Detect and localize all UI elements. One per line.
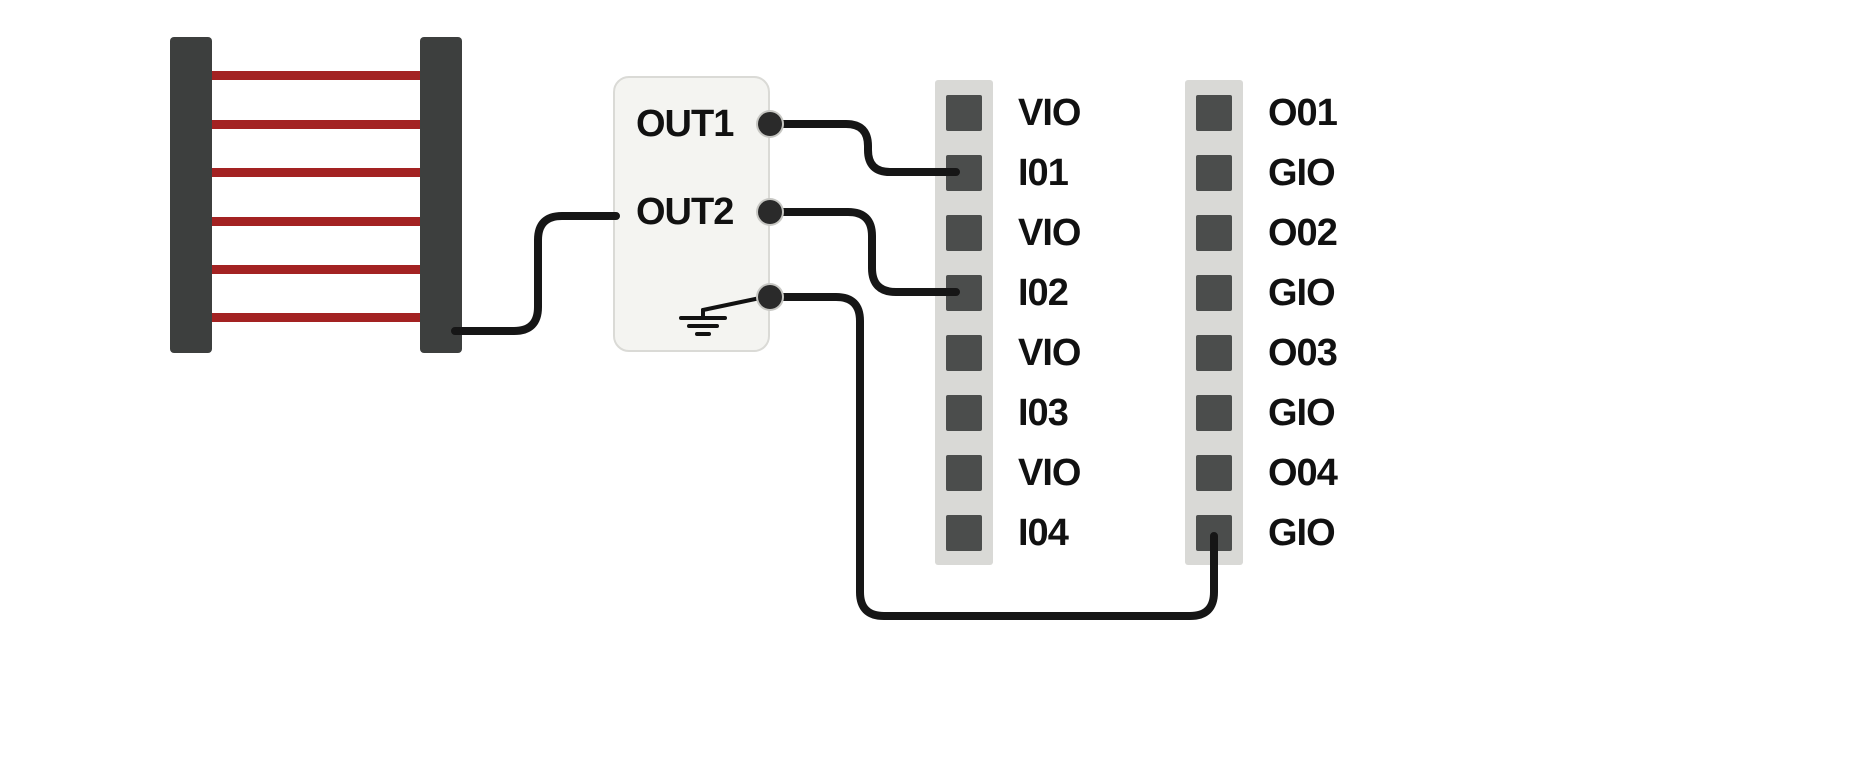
terminal-label: GIO: [1268, 151, 1336, 194]
terminal-pin-vio-2[interactable]: [946, 215, 982, 251]
out1-label: OUT1: [636, 103, 734, 145]
out2-label: OUT2: [636, 191, 734, 233]
terminal-label: I03: [1018, 391, 1069, 434]
light-curtain-rail-left: [170, 37, 212, 353]
terminal-labels-left: VIO I01 VIO I02 VIO I03 VIO I04: [1018, 83, 1081, 563]
light-beam: [190, 265, 443, 274]
terminal-label: VIO: [1018, 211, 1081, 254]
terminal-label: GIO: [1268, 511, 1336, 554]
connection-dot-out2[interactable]: [758, 200, 782, 224]
terminal-label: I01: [1018, 151, 1069, 194]
terminal-label: O03: [1268, 331, 1338, 374]
terminal-labels-right: O01 GIO O02 GIO O03 GIO O04 GIO: [1268, 83, 1338, 563]
terminal-pin-vio-4[interactable]: [946, 455, 982, 491]
wire-ground-to-gio: [774, 293, 1218, 620]
terminal-label: VIO: [1018, 451, 1081, 494]
terminal-pin-gio-3[interactable]: [1196, 395, 1232, 431]
light-beam: [190, 120, 443, 129]
terminal-pin-o02[interactable]: [1196, 215, 1232, 251]
terminal-pin-gio-4[interactable]: [1196, 515, 1232, 551]
terminal-strip-left[interactable]: [935, 80, 993, 565]
terminal-pin-gio-1[interactable]: [1196, 155, 1232, 191]
wire-curtain-to-box: [451, 212, 620, 335]
light-beam: [190, 71, 443, 80]
terminal-label: GIO: [1268, 391, 1336, 434]
connection-dot-out1[interactable]: [758, 112, 782, 136]
terminal-pin-o03[interactable]: [1196, 335, 1232, 371]
terminal-label: VIO: [1018, 91, 1081, 134]
terminal-pin-gio-2[interactable]: [1196, 275, 1232, 311]
light-beam: [190, 313, 443, 322]
terminal-strip-right[interactable]: [1185, 80, 1243, 565]
terminal-pin-i02[interactable]: [946, 275, 982, 311]
wire-out2-to-i02: [774, 208, 960, 296]
terminal-label: GIO: [1268, 271, 1336, 314]
terminal-label: I04: [1018, 511, 1069, 554]
terminal-label: I02: [1018, 271, 1069, 314]
terminal-label: O02: [1268, 211, 1338, 254]
terminal-pin-o04[interactable]: [1196, 455, 1232, 491]
terminal-pin-vio-1[interactable]: [946, 95, 982, 131]
terminal-label: O01: [1268, 91, 1338, 134]
wire-out1-to-i01: [774, 120, 960, 176]
terminal-pin-i03[interactable]: [946, 395, 982, 431]
terminal-pin-o01[interactable]: [1196, 95, 1232, 131]
terminal-label: VIO: [1018, 331, 1081, 374]
light-beam: [190, 168, 443, 177]
terminal-pin-i04[interactable]: [946, 515, 982, 551]
terminal-pin-vio-3[interactable]: [946, 335, 982, 371]
light-beam: [190, 217, 443, 226]
light-curtain-rail-right: [420, 37, 462, 353]
terminal-label: O04: [1268, 451, 1338, 494]
connection-dot-ground[interactable]: [758, 285, 782, 309]
terminal-pin-i01[interactable]: [946, 155, 982, 191]
